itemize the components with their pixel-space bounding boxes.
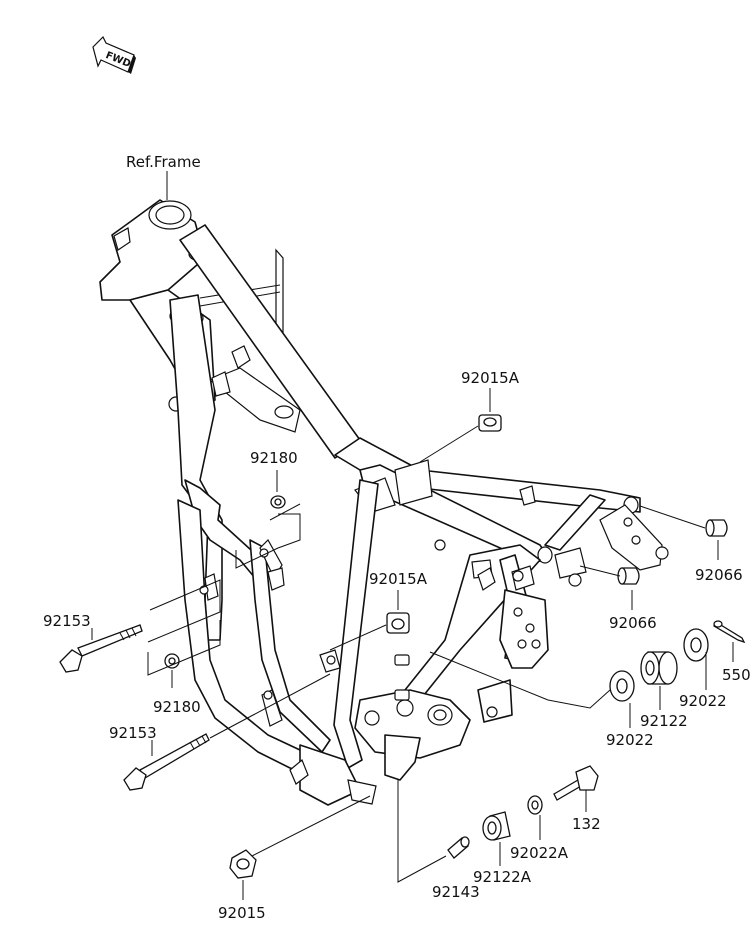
pin-92143 xyxy=(447,836,470,859)
ref-frame-label: Ref.Frame xyxy=(126,153,201,171)
part-label[interactable]: 132 xyxy=(572,815,601,833)
bolt-92153-lower xyxy=(123,733,210,791)
bolt-132 xyxy=(553,765,599,801)
part-label[interactable]: 92015A xyxy=(369,570,428,588)
nut-92015a-upper xyxy=(478,414,502,432)
bolt-92153-upper xyxy=(59,624,143,673)
part-label[interactable]: 92022 xyxy=(606,731,654,749)
part-label[interactable]: 92180 xyxy=(250,449,298,467)
part-label[interactable]: 92015 xyxy=(218,904,266,922)
washer-92022a xyxy=(527,795,543,815)
cotter-pin-550 xyxy=(713,620,746,644)
washer-92022-right xyxy=(683,628,709,662)
leader-lines xyxy=(91,388,734,900)
part-label[interactable]: 92143 xyxy=(432,883,480,901)
motorcycle-frame xyxy=(99,199,669,806)
part-label[interactable]: 92022 xyxy=(679,692,727,710)
collar-92122a xyxy=(482,811,511,841)
part-label[interactable]: 550 xyxy=(722,666,751,684)
cap-92066-left xyxy=(617,567,640,585)
part-label[interactable]: 92122 xyxy=(640,712,688,730)
part-label[interactable]: 92022A xyxy=(510,844,569,862)
part-label[interactable]: 92015A xyxy=(461,369,520,387)
washer-92022-left xyxy=(609,670,635,702)
collar-92180-upper xyxy=(270,495,286,509)
part-label[interactable]: 92153 xyxy=(43,612,91,630)
part-label[interactable]: 92153 xyxy=(109,724,157,742)
fwd-arrow-icon: FWD xyxy=(92,35,136,74)
part-label[interactable]: 92122A xyxy=(473,868,532,886)
part-label[interactable]: 92066 xyxy=(695,566,743,584)
collar-92180-lower xyxy=(164,653,180,669)
collar-92122 xyxy=(640,651,678,685)
part-label[interactable]: 92180 xyxy=(153,698,201,716)
nut-92015a-middle xyxy=(386,612,410,634)
nut-92015 xyxy=(229,849,257,879)
cap-92066-right xyxy=(705,519,728,537)
part-label[interactable]: 92066 xyxy=(609,614,657,632)
